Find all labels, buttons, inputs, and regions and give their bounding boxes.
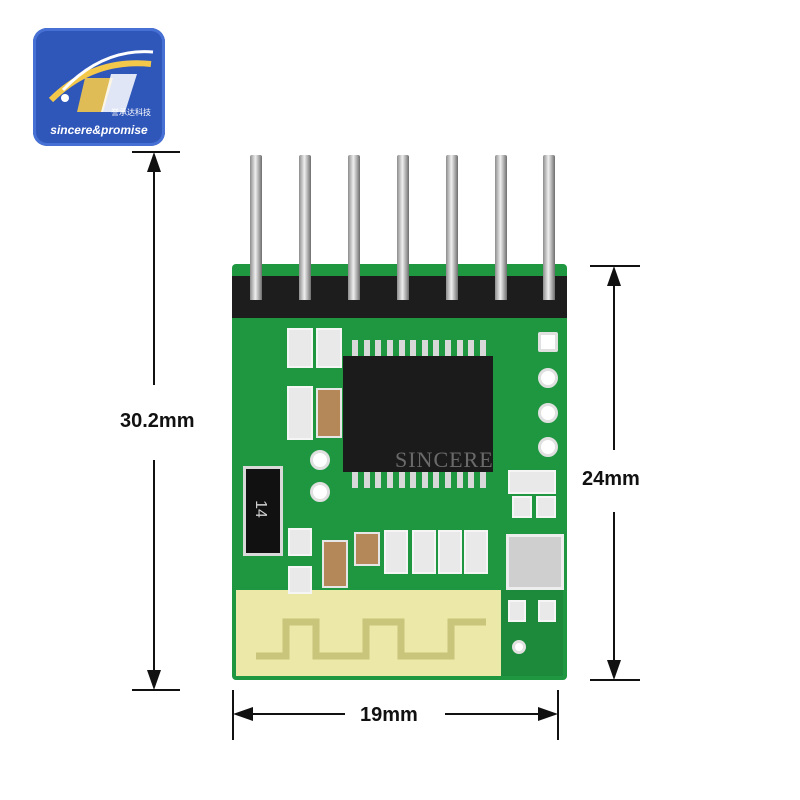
header-pin <box>495 155 507 300</box>
header-pin <box>397 155 409 300</box>
height-dimension-label: 30.2mm <box>120 410 195 432</box>
smd-pad <box>508 600 526 622</box>
via-pad <box>512 640 526 654</box>
smd-resistor <box>438 530 462 574</box>
diode-component <box>243 466 283 556</box>
smd-capacitor <box>322 540 348 588</box>
board-height-dimension-label: 24mm <box>582 468 640 490</box>
pad-round <box>538 403 558 423</box>
smd-pad <box>536 496 556 518</box>
smd-capacitor <box>316 388 342 438</box>
smd-resistor <box>287 386 313 440</box>
via-pad <box>310 482 330 502</box>
header-pin <box>299 155 311 300</box>
header-pin <box>250 155 262 300</box>
smd-resistor <box>316 328 342 368</box>
pad-round <box>538 437 558 457</box>
antenna-trace <box>256 618 486 660</box>
ic-bottom-legs <box>352 472 486 488</box>
header-pin <box>446 155 458 300</box>
smd-pad <box>512 496 532 518</box>
diode-mark: 14 <box>251 500 269 518</box>
pad-round <box>538 368 558 388</box>
header-pin <box>348 155 360 300</box>
smd-resistor <box>287 328 313 368</box>
smd-pad <box>288 528 312 556</box>
logo-swoosh-icon <box>48 50 154 112</box>
ic-top-legs <box>352 340 486 356</box>
main-ic-chip <box>343 356 493 472</box>
width-dimension-label: 19mm <box>360 704 418 726</box>
smd-pad <box>288 566 312 594</box>
brand-logo: 誉承达科技 sincere&promise <box>33 28 165 146</box>
smd-resistor <box>412 530 436 574</box>
logo-chinese-text: 誉承达科技 <box>111 108 151 117</box>
header-pin <box>543 155 555 300</box>
smd-capacitor <box>354 532 380 566</box>
via-pad <box>310 450 330 470</box>
smd-resistor <box>508 470 556 494</box>
smd-pad <box>538 600 556 622</box>
smd-resistor <box>384 530 408 574</box>
watermark-text: SINCERE <box>395 447 494 472</box>
crystal-oscillator <box>506 534 564 590</box>
smd-resistor <box>464 530 488 574</box>
pad-square <box>538 332 558 352</box>
logo-brand-text: sincere&promise <box>50 123 148 137</box>
